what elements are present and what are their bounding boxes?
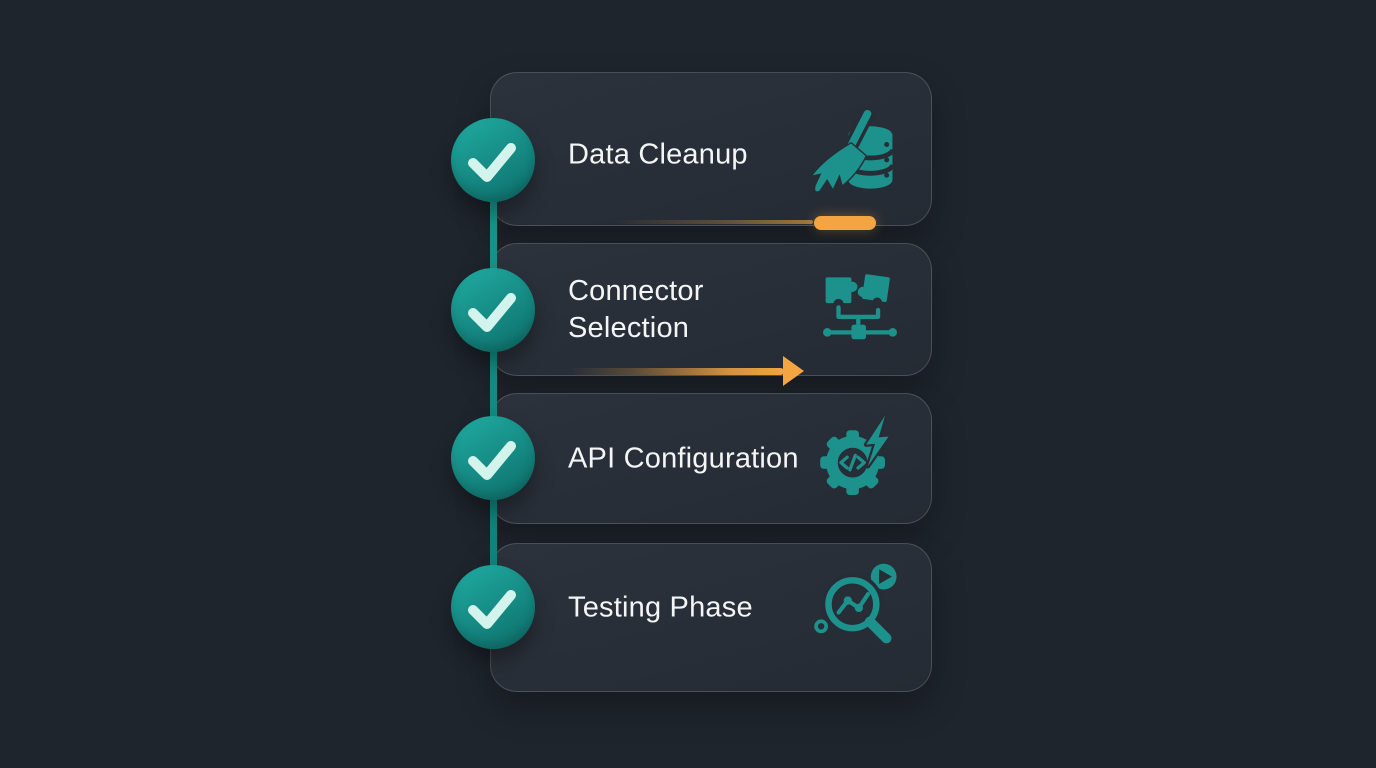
step-check-api-configuration [451, 416, 535, 500]
step-check-connector-selection [451, 268, 535, 352]
timeline-connector-line [490, 158, 497, 608]
step-check-testing-phase [451, 565, 535, 649]
broom-database-icon [811, 107, 895, 193]
progress-arrow-head-icon [783, 356, 804, 386]
step-label: Data Cleanup [568, 138, 748, 171]
step-label: Testing Phase [568, 591, 753, 623]
magnifier-analytics-icon [814, 563, 897, 646]
step-label: API Configuration [568, 442, 799, 474]
step-card-connector-selection: Connector Selection [490, 243, 932, 376]
progress-arrow [570, 368, 784, 375]
progress-pill [814, 216, 876, 230]
checkmark-icon [468, 441, 516, 480]
step-card-api-configuration: API Configuration [490, 393, 932, 524]
progress-trail [615, 220, 813, 224]
step-check-data-cleanup [451, 118, 535, 202]
step-card-data-cleanup: Data Cleanup [490, 72, 932, 226]
step-label: Connector Selection [568, 274, 704, 344]
puzzle-connector-icon [823, 273, 897, 339]
checkmark-icon [468, 143, 516, 182]
gear-code-icon [820, 413, 891, 495]
checkmark-icon [468, 293, 516, 332]
checkmark-icon [468, 590, 516, 629]
step-card-testing-phase: Testing Phase [490, 543, 932, 692]
